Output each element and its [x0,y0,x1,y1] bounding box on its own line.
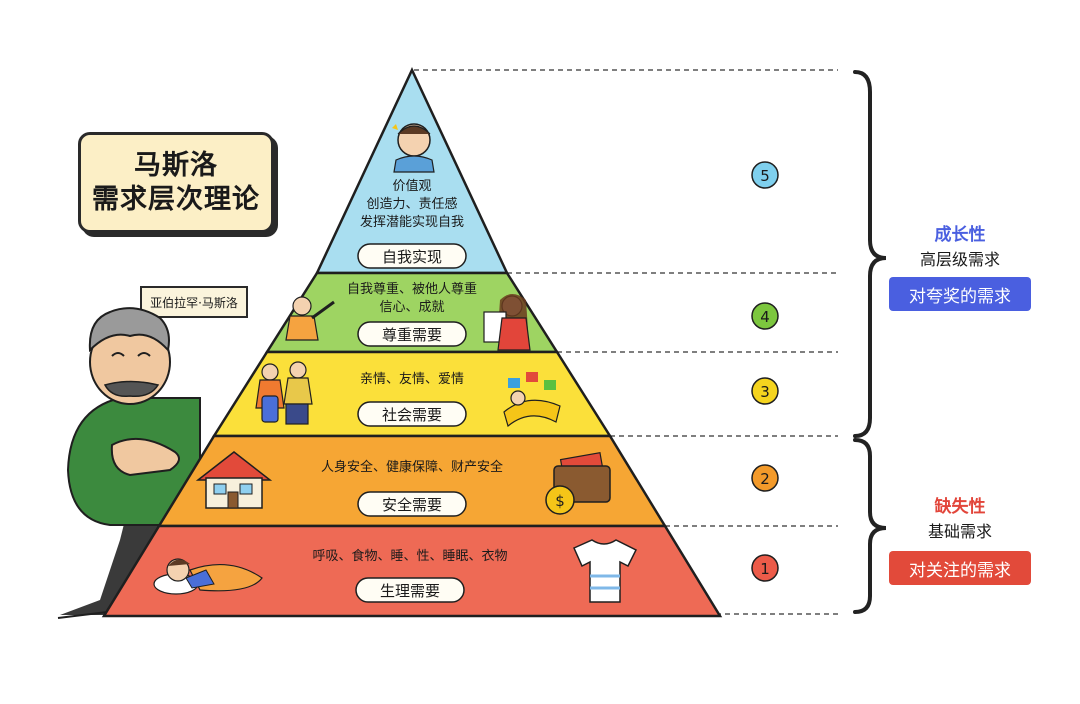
deficit-subtitle: 基础需求 [927,522,992,541]
tier-4-desc-2: 信心、成就 [379,300,444,315]
house-illustration [195,451,273,509]
level-3-badge: 3 [751,377,779,405]
tier-5-label: 自我实现 [382,248,442,266]
tier-3-illustration-left [255,361,313,425]
tier-1-label: 生理需要 [380,582,440,600]
level-4-badge: 4 [751,302,779,330]
level-4-number: 4 [760,308,770,326]
deficit-brace [853,438,887,614]
deficit-title: 缺失性 [934,497,986,517]
growth-brace [853,70,887,438]
level-2-number: 2 [760,470,770,488]
tier-3-illustration-right [503,372,561,428]
diagram-title: 马斯洛 需求层次理论 [78,132,274,233]
tier-3-desc-1: 亲情、友情、爱情 [360,371,464,387]
tier-5-desc-1: 价值观 [392,178,431,194]
tier-2-label-pill [357,491,467,517]
tier-5-label-pill [357,243,467,269]
tier-2-label: 安全需要 [382,496,442,514]
tier-5-illustration [392,123,435,173]
sleeping-person-illustration [153,558,263,595]
tier-4-label-pill [357,321,467,347]
guide-lines [414,69,838,615]
tier-1-desc-1: 呼吸、食物、睡、性、睡眠、衣物 [312,548,507,564]
growth-title: 成长性 [934,225,986,245]
tier-4-illustration-left [285,296,335,341]
level-1-number: 1 [760,560,770,578]
tier-3-label: 社会需要 [382,406,442,424]
title-line-2: 需求层次理论 [92,183,260,215]
svg-text:$: $ [555,492,565,510]
wallet-illustration: $ [545,451,611,515]
deficit-need-label: 对关注的需求 [889,551,1031,585]
tier-5-desc-2: 创造力、责任感 [366,196,457,212]
tier-4-desc-1: 自我尊重、被他人尊重 [347,281,477,297]
tier-1-shape [101,524,723,618]
level-1-badge: 1 [751,554,779,582]
tier-5-desc-3: 发挥潜能实现自我 [360,214,464,230]
portrait-name-tag: 亚伯拉罕·马斯洛 [140,286,248,318]
growth-subtitle: 高层级需求 [919,250,1000,269]
shirt-illustration [573,539,638,603]
level-3-number: 3 [760,383,770,401]
tier-3-label-pill [357,401,467,427]
tier-4-illustration-right [483,294,531,351]
growth-need-label: 对夸奖的需求 [889,277,1031,311]
tier-4-label: 尊重需要 [382,326,442,344]
level-5-badge: 5 [751,161,779,189]
tier-2-desc-1: 人身安全、健康保障、财产安全 [321,459,503,475]
tier-1-label-pill [355,577,465,603]
title-line-1: 马斯洛 [134,149,218,181]
level-2-badge: 2 [751,464,779,492]
level-5-number: 5 [760,167,770,185]
